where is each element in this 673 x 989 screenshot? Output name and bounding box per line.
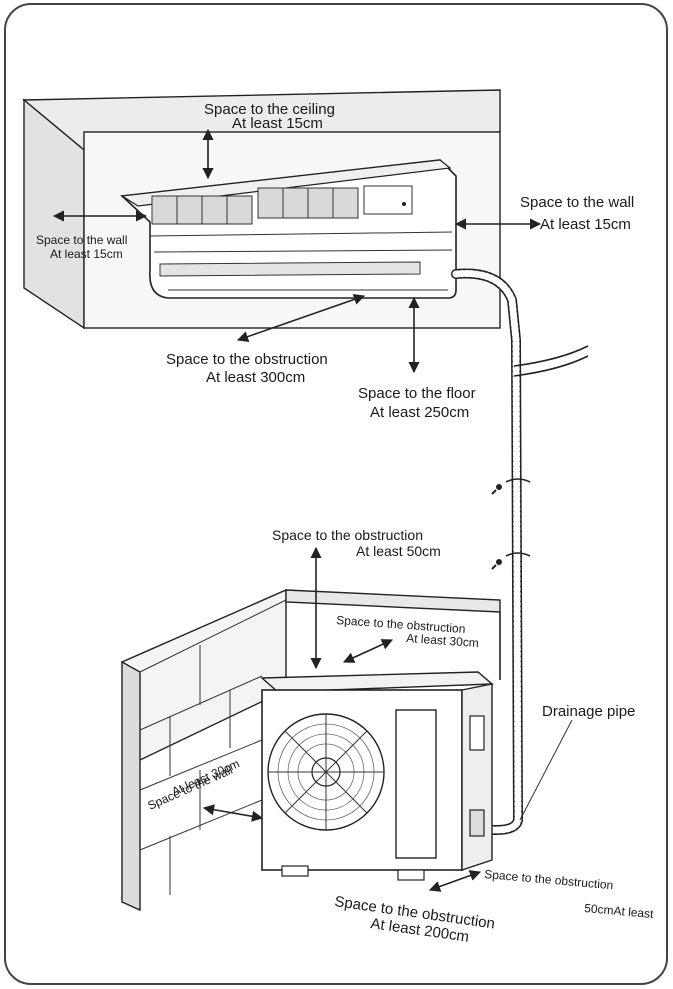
drainage-pointer (519, 719, 573, 821)
svg-text:Space to the ceiling: Space to the ceiling (204, 101, 335, 118)
svg-text:At least 50cm: At least 50cm (356, 543, 441, 559)
svg-text:Space to the obstruction: Space to the obstruction (484, 867, 614, 892)
screw-icon (491, 559, 502, 570)
svg-text:At least 15cm: At least 15cm (50, 247, 123, 261)
svg-text:At least 250cm: At least 250cm (370, 404, 469, 421)
label-wall-left: Space to the wall At least 15cm (36, 233, 127, 261)
svg-text:Space to the obstruction: Space to the obstruction (272, 527, 423, 543)
svg-text:Space to the floor: Space to the floor (358, 385, 476, 402)
arrow-outdoor-wall (202, 804, 264, 822)
indoor-unit (120, 159, 457, 299)
clearance-arrows (52, 128, 573, 892)
label-ceiling: Space to the ceiling At least 15cm (204, 101, 335, 132)
label-outdoor-top: Space to the obstruction At least 50cm (272, 527, 441, 559)
label-drainage: Drainage pipe (542, 703, 635, 720)
connecting-pipe (451, 268, 589, 835)
label-wall-right: Space to the wall At least 15cm (520, 194, 634, 233)
label-outdoor-back: Space to the obstruction At least 30cm (336, 613, 480, 650)
outdoor-unit (260, 671, 494, 881)
svg-text:Space to the obstruction: Space to the obstruction (166, 351, 328, 368)
arrow-obstruction-front (236, 294, 366, 342)
arrow-outdoor-side (428, 870, 482, 892)
label-floor: Space to the floor At least 250cm (358, 385, 476, 421)
svg-text:Space to the wall: Space to the wall (520, 194, 634, 211)
screw-icon (491, 484, 502, 495)
svg-text:At least 300cm: At least 300cm (206, 369, 305, 386)
svg-text:At least 30cm: At least 30cm (406, 631, 480, 650)
svg-text:50cmAt least: 50cmAt least (584, 901, 655, 921)
svg-text:Drainage pipe: Drainage pipe (542, 703, 635, 720)
outer-frame (4, 3, 668, 985)
label-outdoor-side: Space to the obstruction 50cmAt least (484, 867, 655, 921)
svg-text:At least 15cm: At least 15cm (232, 115, 323, 132)
svg-text:Space to the wall: Space to the wall (36, 233, 127, 247)
svg-text:Space to the obstruction: Space to the obstruction (336, 613, 466, 636)
label-obstruction-front: Space to the obstruction At least 300cm (166, 351, 328, 386)
label-outdoor-front: Space to the obstruction At least 200cm (333, 893, 496, 946)
arrow-outdoor-back (342, 639, 394, 663)
label-outdoor-wall: Space to the wall At least 30cm (146, 756, 242, 812)
outdoor-brick-wall (121, 588, 501, 912)
svg-text:At least 15cm: At least 15cm (540, 216, 631, 233)
